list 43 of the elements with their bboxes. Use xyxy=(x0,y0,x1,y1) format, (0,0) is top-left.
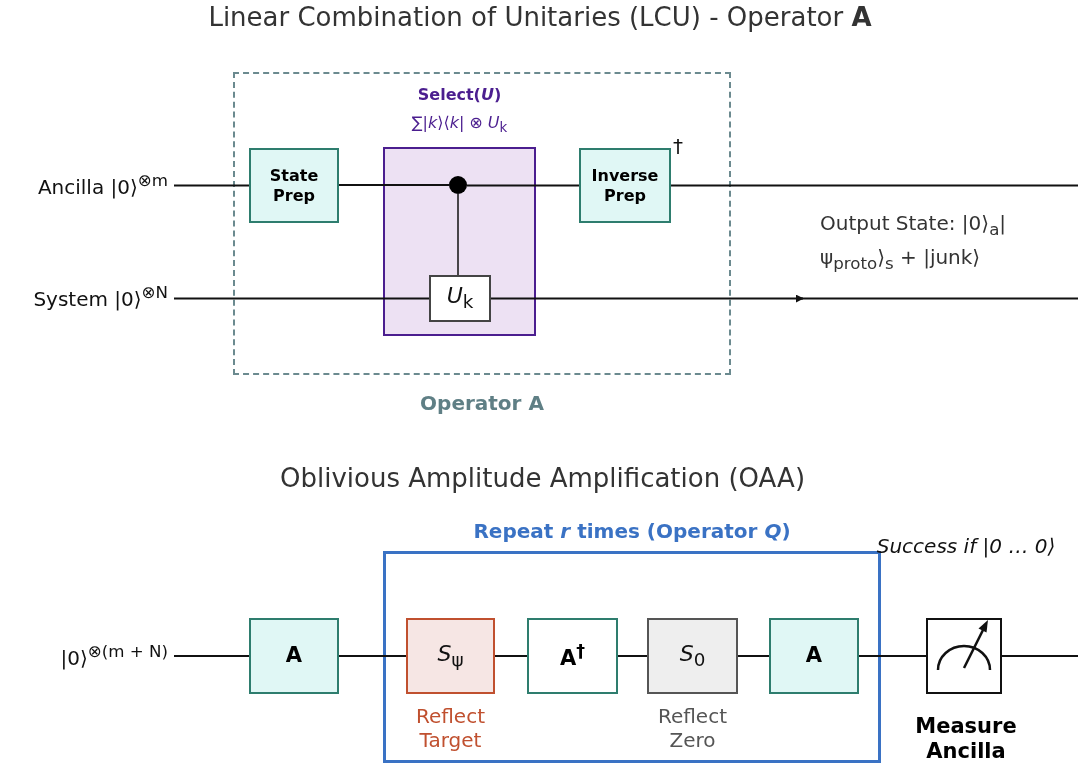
gate-label: Inverse Prep xyxy=(590,166,660,205)
gate-box xyxy=(769,618,859,694)
diagram-title: Linear Combination of Unitaries (LCU) - Operator A xyxy=(207,2,873,32)
control-line xyxy=(457,193,459,276)
gate-label: S$_{0}$ xyxy=(679,640,706,672)
dagger-mark: † xyxy=(673,134,683,158)
wire-label: |0⟩$^{⊗(m + N)}$ xyxy=(60,642,168,670)
gate-label: U$_{k}$ xyxy=(446,283,474,314)
gate-box xyxy=(249,148,339,223)
gate-label: A$^{†}$ xyxy=(560,640,585,672)
wire xyxy=(173,297,430,300)
gate-box xyxy=(249,618,339,694)
wire xyxy=(617,655,648,657)
gate-caption: Reflect Target xyxy=(414,704,486,752)
group-label: Operator A xyxy=(419,391,545,415)
block-formula: ∑|k⟩⟨k| ⊗ U$_{k}$ xyxy=(410,113,509,136)
section-heading: Oblivious Amplitude Amplification (OAA) xyxy=(278,463,807,493)
gate-label: A xyxy=(805,643,823,669)
gate-label: S$_{ψ}$ xyxy=(437,640,464,672)
measure-caption: Measure Ancilla xyxy=(914,714,1018,765)
arrow xyxy=(490,294,804,303)
wire-label: System |0⟩$^{⊗N}$ xyxy=(33,283,168,311)
success-note: Success if |0 … 0⟩ xyxy=(876,534,1056,558)
wire-label: Ancilla |0⟩$^{⊗m}$ xyxy=(37,171,168,199)
output-state-note: Output State: |0⟩$_{a}$|ψ$_{proto}$⟩$_{s}$ + |junk⟩ xyxy=(820,210,1008,275)
gate-caption: Reflect Zero xyxy=(656,704,728,752)
wire xyxy=(173,184,250,187)
wire xyxy=(173,655,250,657)
wire xyxy=(338,655,407,657)
gate-box xyxy=(429,275,491,322)
gate-label: State Prep xyxy=(268,166,320,205)
wire xyxy=(338,184,450,186)
wire xyxy=(858,655,927,657)
control-dot xyxy=(449,176,467,194)
wire xyxy=(466,184,580,187)
wire xyxy=(494,655,528,657)
gate-label: A xyxy=(285,643,303,669)
block-heading: Repeat r times (Operator Q) xyxy=(472,519,792,543)
gate-box xyxy=(527,618,618,694)
wire xyxy=(670,184,1079,187)
wire xyxy=(1001,655,1079,657)
block-heading: Select(U) xyxy=(416,85,503,104)
wire xyxy=(737,655,770,657)
